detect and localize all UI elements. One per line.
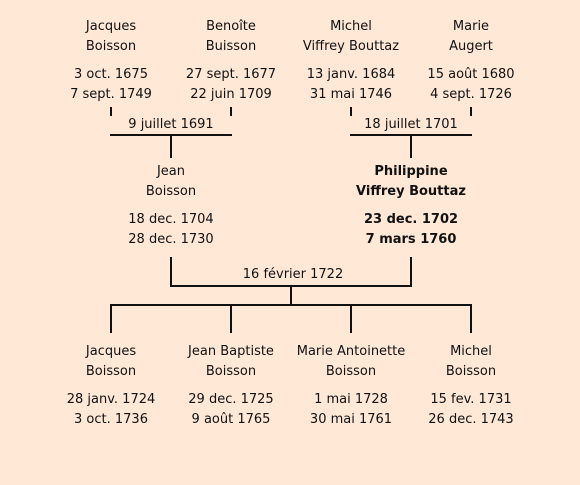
birth-date: 15 août 1680 <box>427 67 515 82</box>
birth-date: 15 fev. 1731 <box>430 392 512 407</box>
given-name: Jean Baptiste <box>188 344 274 359</box>
death-date: 4 sept. 1726 <box>430 87 512 102</box>
maternal-grandfather-card: Michel Viffrey Bouttaz 13 janv. 1684 31 … <box>276 17 426 105</box>
maternal-grandmother-card: Marie Augert 15 août 1680 4 sept. 1726 <box>396 17 546 105</box>
maternal-marriage-date: 18 juillet 1701 <box>329 116 493 134</box>
given-name: Benoîte <box>206 19 256 34</box>
surname: Boisson <box>445 364 497 379</box>
birth-date: 13 janv. 1684 <box>306 67 396 82</box>
death-date: 30 mai 1761 <box>309 412 393 427</box>
birth-date: 3 oct. 1675 <box>74 67 148 82</box>
marriage-date-text: 9 juillet 1691 <box>128 117 214 132</box>
birth-date: 23 dec. 1702 <box>363 212 459 227</box>
paternal-grandmother-card: Benoîte Buisson 27 sept. 1677 22 juin 17… <box>156 17 306 105</box>
given-name: Jacques <box>85 344 137 359</box>
death-date: 9 août 1765 <box>191 412 271 427</box>
birth-date: 1 mai 1728 <box>314 392 388 407</box>
given-name: Jean <box>156 164 186 179</box>
death-date: 7 sept. 1749 <box>70 87 152 102</box>
surname: Boisson <box>145 184 197 199</box>
given-name: Michel <box>450 344 492 359</box>
surname: Boisson <box>205 364 257 379</box>
death-date: 26 dec. 1743 <box>428 412 514 427</box>
surname: Boisson <box>85 364 137 379</box>
surname: Boisson <box>85 39 137 54</box>
surname: Viffrey Bouttaz <box>302 39 400 54</box>
paternal-grandfather-card: Jacques Boisson 3 oct. 1675 7 sept. 1749 <box>36 17 186 105</box>
given-name: Jacques <box>85 19 137 34</box>
birth-date: 28 janv. 1724 <box>66 392 156 407</box>
surname: Augert <box>449 39 493 54</box>
child-2-card: Jean Baptiste Boisson 29 dec. 1725 9 aoû… <box>156 342 306 430</box>
surname: Boisson <box>325 364 377 379</box>
parents-marriage-date: 16 février 1722 <box>211 266 375 284</box>
marriage-date-text: 16 février 1722 <box>242 267 344 282</box>
mother-card: Philippine Viffrey Bouttaz 23 dec. 1702 … <box>336 162 486 250</box>
given-name: Marie Antoinette <box>296 344 406 359</box>
surname: Buisson <box>205 39 257 54</box>
given-name: Marie <box>452 19 490 34</box>
birth-date: 29 dec. 1725 <box>188 392 274 407</box>
paternal-marriage-date: 9 juillet 1691 <box>89 116 253 134</box>
death-date: 7 mars 1760 <box>365 232 457 247</box>
birth-date: 18 dec. 1704 <box>128 212 214 227</box>
child-3-card: Marie Antoinette Boisson 1 mai 1728 30 m… <box>276 342 426 430</box>
father-card: Jean Boisson 18 dec. 1704 28 dec. 1730 <box>96 162 246 250</box>
child-4-card: Michel Boisson 15 fev. 1731 26 dec. 1743 <box>396 342 546 430</box>
birth-date: 27 sept. 1677 <box>185 67 277 82</box>
death-date: 22 juin 1709 <box>190 87 272 102</box>
death-date: 28 dec. 1730 <box>128 232 214 247</box>
surname: Viffrey Bouttaz <box>356 184 466 199</box>
death-date: 3 oct. 1736 <box>74 412 148 427</box>
given-name: Philippine <box>374 164 448 179</box>
child-1-card: Jacques Boisson 28 janv. 1724 3 oct. 173… <box>36 342 186 430</box>
death-date: 31 mai 1746 <box>309 87 393 102</box>
marriage-date-text: 18 juillet 1701 <box>364 117 458 132</box>
given-name: Michel <box>330 19 372 34</box>
